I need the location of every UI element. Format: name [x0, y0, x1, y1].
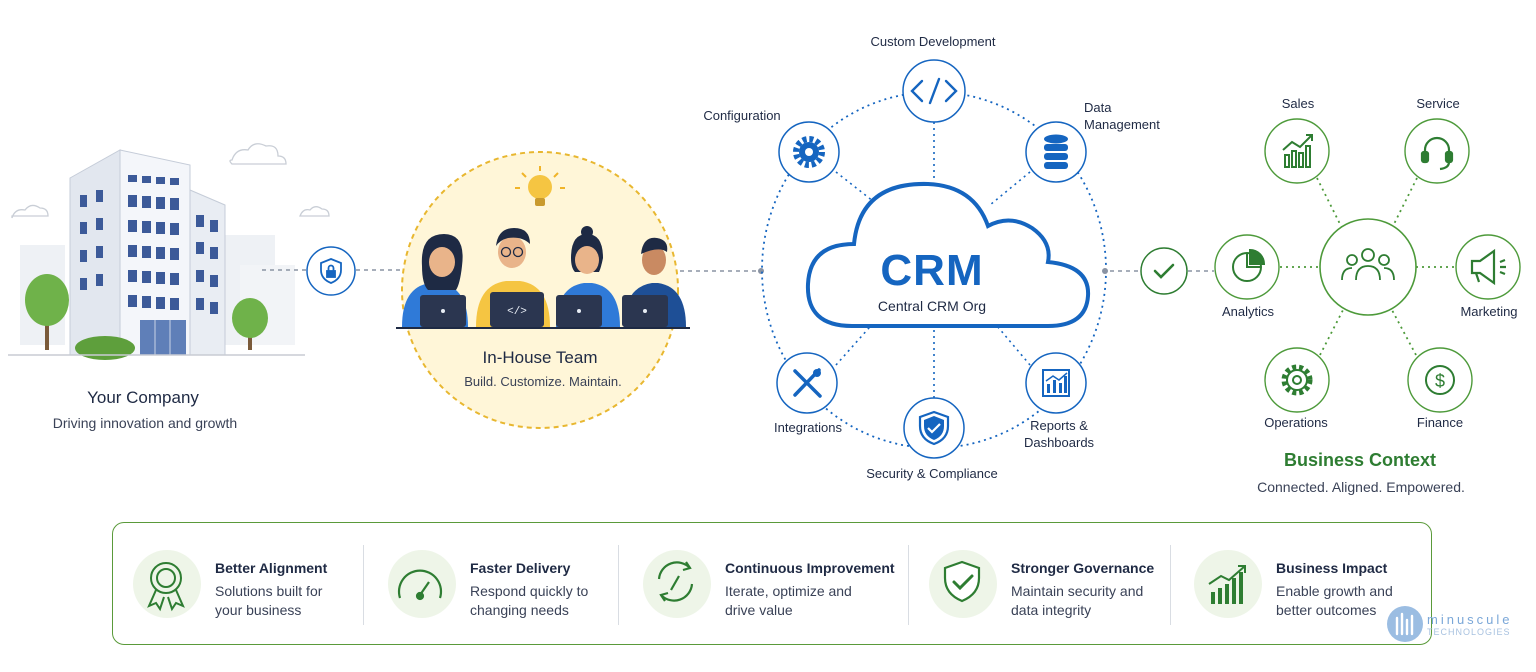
pie-chart-icon: [1232, 248, 1266, 282]
divider: [1170, 545, 1171, 625]
crm-title: CRM: [880, 246, 984, 295]
team-title: In-House Team: [482, 348, 598, 367]
team-subtitle: Build. Customize. Maintain.: [464, 374, 622, 389]
gear-icon: [793, 136, 825, 168]
logo-name: minuscule: [1427, 612, 1513, 627]
benefit-title: Faster Delivery: [470, 560, 571, 576]
shield-check-icon: [918, 410, 950, 446]
svg-text:</>: </>: [507, 306, 527, 318]
database-icon: [1044, 134, 1068, 169]
dollar-coin-icon: $: [1425, 365, 1455, 395]
business-context-title: Business Context: [1283, 450, 1437, 470]
label-sales: Sales: [1281, 96, 1315, 111]
shield-lock-icon: [320, 258, 342, 284]
label-configuration: Configuration: [703, 108, 781, 123]
label-integrations: Integrations: [774, 420, 842, 435]
people-group-icon: [1341, 248, 1395, 281]
benefit-description: Solutions built for your business: [215, 582, 365, 620]
bar-chart-icon: [1042, 369, 1070, 397]
company-subtitle: Driving innovation and growth: [52, 415, 238, 431]
crm-subtitle: Central CRM Org: [877, 298, 987, 314]
company-logo: minuscule TECHNOLOGIES: [1427, 612, 1513, 637]
megaphone-icon: [1470, 248, 1506, 286]
svg-text:$: $: [1435, 371, 1445, 391]
logo-tagline: TECHNOLOGIES: [1427, 627, 1511, 637]
label-analytics: Analytics: [1221, 304, 1275, 319]
lightbulb-icon: [515, 166, 565, 206]
label-operations: Operations: [1264, 415, 1328, 430]
gear-outline-icon: [1281, 364, 1313, 396]
label-reports-line2: Dashboards: [1023, 435, 1095, 450]
benefit-description: Enable growth and better outcomes: [1276, 582, 1426, 620]
benefit-title: Continuous Improvement: [725, 560, 895, 576]
label-finance: Finance: [1416, 415, 1464, 430]
benefit-line2: data integrity: [1011, 602, 1092, 618]
divider: [618, 545, 619, 625]
company-title: Your Company: [87, 388, 199, 407]
growth-chart-icon-badge: [1194, 550, 1262, 618]
benefit-line1: Enable growth and: [1276, 583, 1393, 599]
refresh-cycle-icon-badge: [643, 550, 711, 618]
divider: [908, 545, 909, 625]
benefit-title: Stronger Governance: [1011, 560, 1155, 576]
check-icon: [1153, 263, 1175, 279]
benefit-line2: changing needs: [470, 602, 569, 618]
cloud-icon: [11, 143, 330, 219]
label-reports-line1: Reports &: [1030, 418, 1088, 433]
company-building-illustration: [8, 143, 330, 360]
shield-check-icon-badge: [929, 550, 997, 618]
sales-chart-icon: [1282, 134, 1313, 168]
benefit-line1: Iterate, optimize and: [725, 583, 852, 599]
code-brackets-icon: [910, 77, 958, 105]
benefit-description: Maintain security and data integrity: [1011, 582, 1161, 620]
label-security-compliance: Security & Compliance: [866, 466, 998, 481]
benefit-line2: better outcomes: [1276, 602, 1377, 618]
headset-icon: [1420, 136, 1454, 171]
label-service: Service: [1416, 96, 1460, 111]
wrench-screwdriver-icon: [793, 368, 822, 398]
benefit-description: Respond quickly to changing needs: [470, 582, 620, 620]
benefit-description: Iterate, optimize and drive value: [725, 582, 875, 620]
label-data-management-line1: Data: [1084, 100, 1112, 115]
benefit-line2: your business: [215, 602, 302, 618]
team-people-illustration: </>: [396, 226, 690, 329]
label-data-management-line2: Management: [1084, 117, 1160, 132]
speedometer-icon-badge: [388, 550, 456, 618]
benefit-line1: Respond quickly to: [470, 583, 589, 599]
divider: [363, 545, 364, 625]
benefits-panel: Better Alignment Solutions built for you…: [112, 522, 1432, 645]
benefit-title: Business Impact: [1276, 560, 1388, 576]
label-custom-development: Custom Development: [870, 34, 996, 49]
business-context-subtitle: Connected. Aligned. Empowered.: [1257, 479, 1465, 495]
award-ribbon-icon-badge: [133, 550, 201, 618]
benefit-line1: Solutions built for: [215, 583, 323, 599]
label-marketing: Marketing: [1460, 304, 1518, 319]
benefit-line1: Maintain security and: [1011, 583, 1144, 599]
benefit-title: Better Alignment: [215, 560, 328, 576]
company-logo-mark: [1387, 606, 1423, 642]
benefit-line2: drive value: [725, 602, 793, 618]
crm-cloud-shape: [805, 181, 1091, 328]
